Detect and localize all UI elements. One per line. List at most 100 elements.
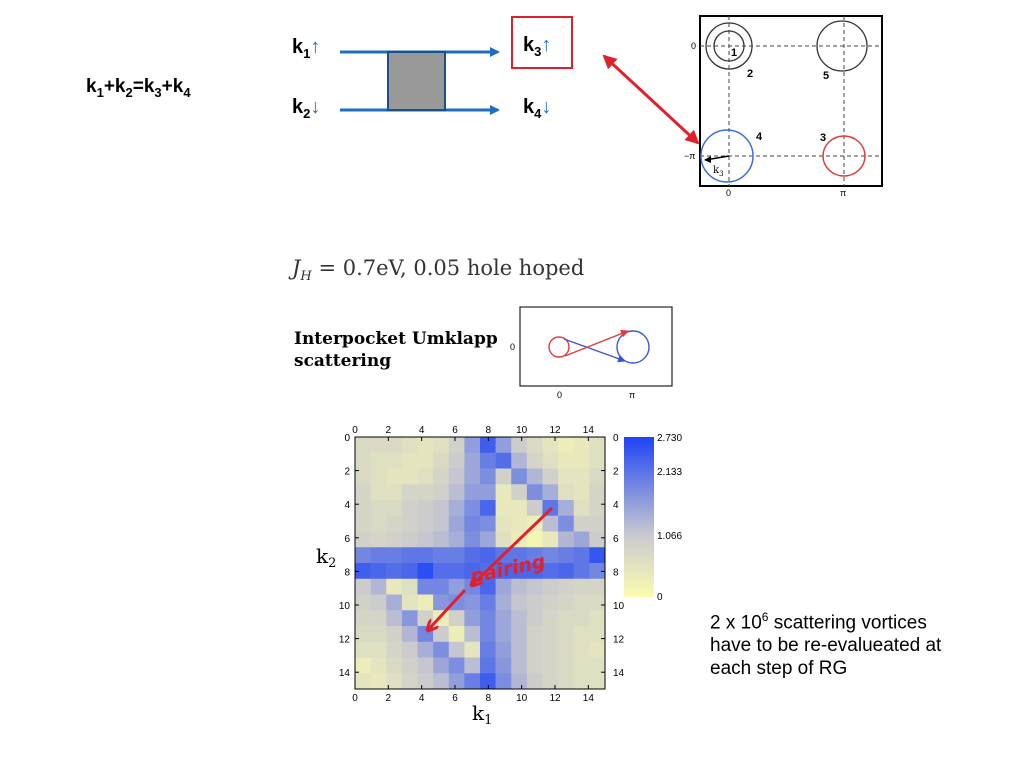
heatmap-cell [448, 452, 465, 469]
heatmap-cell [511, 610, 528, 627]
heatmap-cell [589, 673, 606, 690]
heatmap-cell [573, 515, 590, 532]
heatmap-cell [464, 673, 481, 690]
heatmap-cell [526, 531, 543, 548]
ytick-left-label: 8 [344, 567, 350, 578]
eq-k1: k [86, 76, 97, 97]
heatmap-cell [573, 531, 590, 548]
heatmap-cell [542, 563, 559, 580]
heatmap-cell [386, 594, 403, 611]
heatmap-cell [386, 563, 403, 580]
heatmap-cell [433, 515, 450, 532]
heatmap-cell [573, 578, 590, 595]
pocket-4-blue [700, 129, 754, 183]
rg-note: 2 x 106 scattering vortices have to be r… [710, 610, 942, 680]
heatmap-cells [355, 437, 606, 690]
heatmap-cell [573, 484, 590, 501]
xtick-top-label: 6 [452, 425, 458, 436]
heatmap-cell [401, 641, 418, 658]
heatmap-cell [480, 610, 496, 627]
heatmap-cell [480, 484, 496, 501]
heatmap-cell [417, 484, 434, 501]
heatmap-cell [495, 657, 512, 674]
xtick-bottom-label: 0 [352, 693, 358, 704]
heatmap-cell [401, 657, 418, 674]
heatmap-cell [480, 437, 496, 454]
heatmap-cell [495, 452, 512, 469]
heatmap-cell [355, 563, 371, 580]
heatmap-cell [464, 437, 481, 454]
pocket-label-3: 3 [820, 132, 826, 144]
heatmap-cell [558, 515, 575, 532]
eq-k3-sub: 3 [154, 84, 162, 100]
heatmap-cell [386, 578, 403, 595]
heatmap-cell [386, 484, 403, 501]
heatmap-cell [355, 437, 371, 454]
heatmap-cell [526, 547, 543, 564]
heatmap-cell [386, 641, 403, 658]
heatmap-cell [448, 437, 465, 454]
heatmap-cell [355, 515, 371, 532]
heatmap-cell [495, 484, 512, 501]
pocket-5 [816, 20, 868, 72]
heatmap-cell [355, 484, 371, 501]
heatmap-cell [370, 610, 387, 627]
heatmap-cell [370, 500, 387, 517]
heatmap-cell [542, 515, 559, 532]
heatmap-cell [573, 437, 590, 454]
heatmap-cell [511, 673, 528, 690]
heatmap-cell [573, 468, 590, 485]
heatmap-cell [386, 547, 403, 564]
heatmap-cell [589, 641, 606, 658]
colorbar-label-max: 2.730 [657, 433, 682, 444]
heatmap-cell [573, 500, 590, 517]
xtick-bottom-label: 4 [419, 693, 425, 704]
heatmap-cell [401, 547, 418, 564]
heatmap-frame [354, 436, 606, 690]
heatmap-cell [370, 594, 387, 611]
spin-down-icon: ↓ [541, 96, 552, 118]
heatmap-cell [495, 500, 512, 517]
eq-k4: k [172, 76, 184, 97]
heatmap-cell [573, 657, 590, 674]
ytick-left-label: 6 [344, 534, 350, 545]
heatmap-cell [355, 531, 371, 548]
heatmap-cell [370, 578, 387, 595]
heatmap-cell [433, 594, 450, 611]
hund-coupling-formula: JH = 0.7eV, 0.05 hole hoped [292, 256, 585, 285]
pairing-arrow-upper [472, 506, 554, 585]
spin-down-icon: ↓ [310, 96, 321, 118]
heatmap-cell [542, 626, 559, 643]
heatmap-cell [542, 641, 559, 658]
xtick-bottom-label: 6 [452, 693, 458, 704]
heatmap-cell [448, 563, 465, 580]
heatmap-cell [417, 657, 434, 674]
heatmap-cell [417, 594, 434, 611]
heatmap-cell [433, 547, 450, 564]
heatmap-cell [542, 657, 559, 674]
heatmap-cell [464, 468, 481, 485]
heatmap-cell [526, 594, 543, 611]
heatmap-cell [386, 657, 403, 674]
heatmap-cell [511, 437, 528, 454]
heatmap-cell [511, 468, 528, 485]
heatmap-cell [433, 468, 450, 485]
heatmap-cell [558, 594, 575, 611]
heatmap-cell [480, 657, 496, 674]
heatmap-cell [480, 547, 496, 564]
heatmap-cell [401, 673, 418, 690]
heatmap-cell [573, 547, 590, 564]
ytick-left-label: 4 [344, 500, 350, 511]
heatmap-cell [589, 547, 606, 564]
ytick-right-label: 10 [613, 601, 625, 612]
heatmap-cell [355, 594, 371, 611]
umklapp-frame [519, 306, 673, 387]
heatmap-cell [355, 641, 371, 658]
heatmap-cell [558, 578, 575, 595]
heatmap-cell [433, 626, 450, 643]
xtick-bottom-label: 2 [386, 693, 392, 704]
red-link-arrow [602, 54, 700, 145]
heatmap-cell [589, 563, 606, 580]
heatmap-cell [433, 437, 450, 454]
eq-k2-sub: 2 [125, 84, 133, 100]
